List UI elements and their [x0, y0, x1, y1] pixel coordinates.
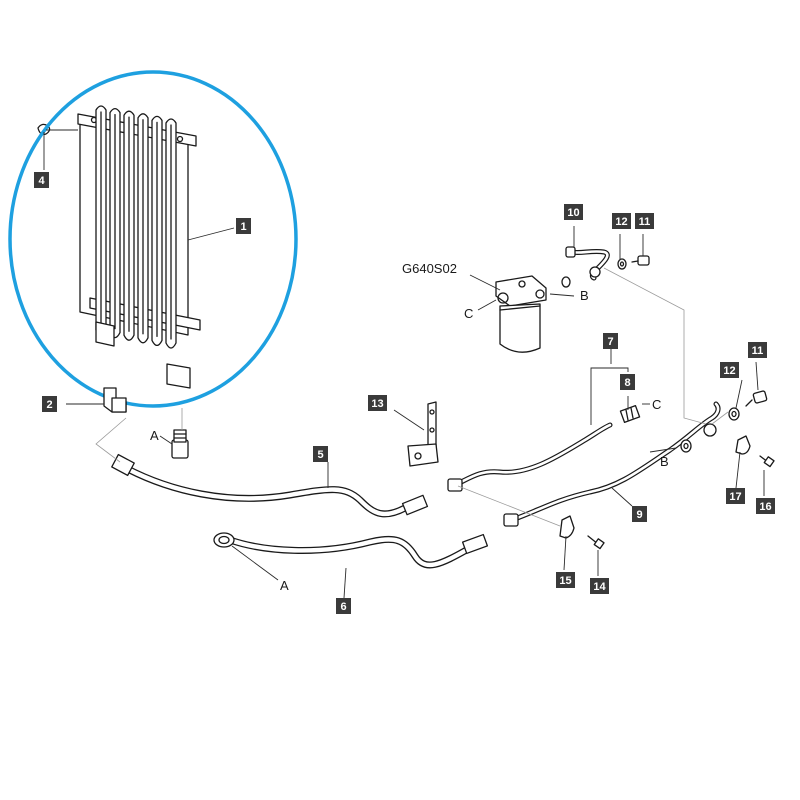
callout-2: 2	[42, 396, 57, 412]
callout-box	[635, 213, 654, 229]
bolt-16	[759, 455, 775, 468]
callout-7: 7	[603, 333, 618, 349]
callout-12a: 12	[612, 213, 631, 229]
callout-number: 14	[593, 581, 606, 593]
callout-box	[236, 218, 251, 234]
callout-1: 1	[236, 218, 251, 234]
callout-6: 6	[336, 598, 351, 614]
label-b-filter: B	[580, 288, 589, 303]
callout-13: 13	[368, 395, 387, 411]
callout-15: 15	[556, 572, 575, 588]
callout-16: 16	[756, 498, 775, 514]
callout-number: 12	[723, 365, 735, 377]
callout-9: 9	[632, 506, 647, 522]
callout-12b: 12	[720, 362, 739, 378]
callout-box	[726, 488, 745, 504]
callout-number: 11	[639, 216, 651, 228]
adapter-fitting	[171, 429, 189, 459]
callout-box	[34, 172, 49, 188]
callout-number: 4	[38, 175, 45, 187]
callout-box	[336, 598, 351, 614]
clamp-17	[735, 435, 751, 455]
pipe-7	[447, 422, 613, 492]
callout-box	[612, 213, 631, 229]
callout-number: 17	[729, 491, 741, 503]
callout-5: 5	[313, 446, 328, 462]
label-a-adapter: A	[150, 428, 159, 443]
banjo-bolt-11-lower	[745, 390, 768, 407]
seal-ring-b-lower	[680, 439, 692, 453]
callout-11a: 11	[635, 213, 654, 229]
label-c-pipe: C	[652, 397, 661, 412]
callout-box	[632, 506, 647, 522]
leader-lines	[43, 129, 765, 599]
cooler-highlight	[8, 70, 298, 408]
callout-box	[590, 578, 609, 594]
callout-number: 2	[46, 399, 52, 411]
clamp-15	[559, 515, 575, 539]
callout-number: 8	[624, 377, 630, 389]
callout-box	[556, 572, 575, 588]
label-b-pipe: B	[660, 454, 669, 469]
callout-8: 8	[620, 374, 635, 390]
callout-17: 17	[726, 488, 745, 504]
callout-box	[756, 498, 775, 514]
callout-number: 5	[317, 449, 323, 461]
callout-box	[720, 362, 739, 378]
callout-number: 1	[240, 221, 246, 233]
oil-cooler	[8, 70, 298, 408]
callout-number: 7	[607, 336, 613, 348]
callout-box	[42, 396, 57, 412]
bracket-13	[407, 401, 439, 467]
callout-number: 15	[559, 575, 571, 587]
elbow-fitting	[103, 387, 127, 413]
pipe-10	[565, 246, 610, 281]
callout-number: 16	[759, 501, 771, 513]
callout-number: 6	[340, 601, 346, 613]
callout-box	[313, 446, 328, 462]
callout-box	[748, 342, 767, 358]
label-a-hose: A	[280, 578, 289, 593]
bolt-14	[587, 535, 605, 550]
callout-11b: 11	[748, 342, 767, 358]
callout-10: 10	[564, 204, 583, 220]
banjo-bolt-11-upper	[631, 255, 650, 266]
callout-box	[368, 395, 387, 411]
callout-box	[603, 333, 618, 349]
filter-code: G640S02	[402, 261, 457, 276]
callout-number: 9	[636, 509, 642, 521]
pipe-9	[503, 401, 721, 527]
callout-14: 14	[590, 578, 609, 594]
seal-ring-12-lower	[728, 407, 740, 421]
callout-number: 11	[752, 345, 764, 357]
callout-box	[564, 204, 583, 220]
hose-6	[213, 532, 489, 569]
oil-filter	[495, 275, 571, 353]
hose-5	[111, 453, 429, 518]
seal-ring-12-upper	[617, 258, 627, 270]
callout-number: 13	[371, 398, 383, 410]
label-c-filter: C	[464, 306, 473, 321]
fitting-8	[619, 404, 641, 424]
connection-lines	[95, 267, 729, 527]
callout-4: 4	[34, 172, 49, 188]
callout-box	[620, 374, 635, 390]
callout-number: 12	[615, 216, 627, 228]
callout-number: 10	[567, 207, 579, 219]
